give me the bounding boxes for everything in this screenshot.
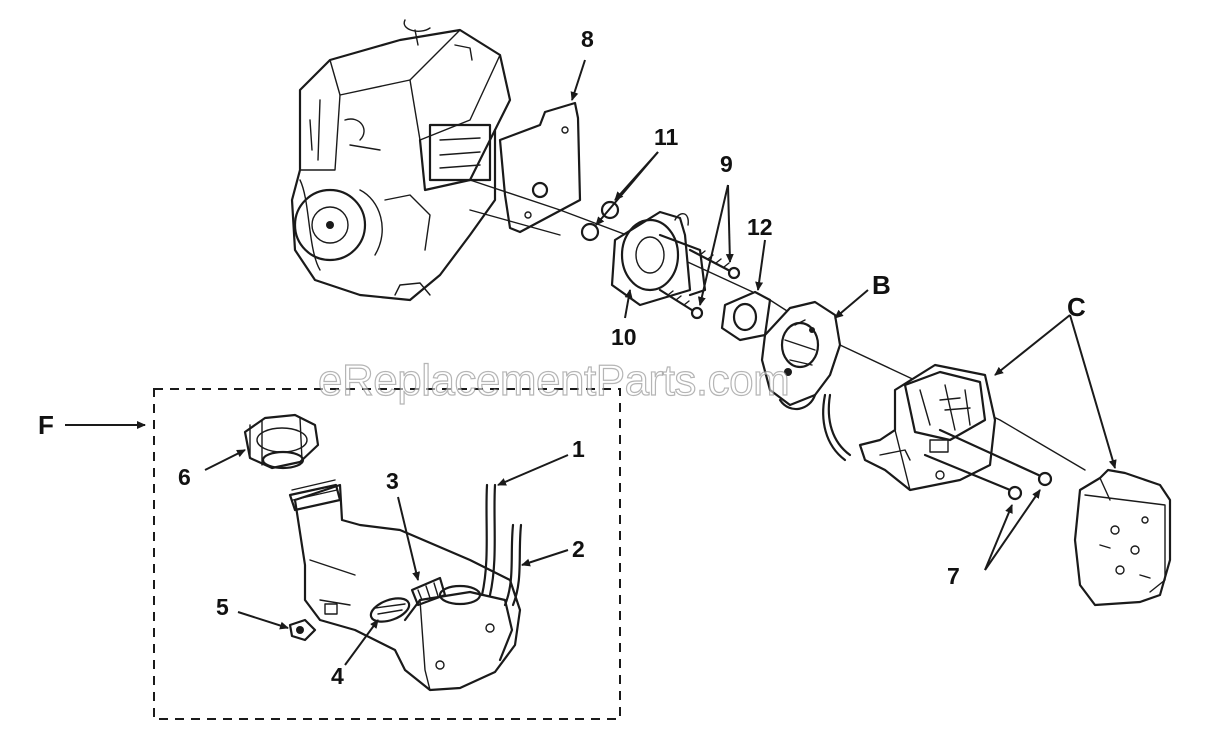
callout-f: F <box>38 410 54 440</box>
callout-7: 7 <box>947 563 960 589</box>
callout-b: B <box>872 270 891 300</box>
spacer-10 <box>610 210 707 307</box>
gasket-12 <box>720 290 772 342</box>
fuel-tank-detail-box <box>153 388 621 720</box>
screws-7 <box>923 428 1053 501</box>
callout-8: 8 <box>581 26 594 52</box>
callout-6: 6 <box>178 464 191 490</box>
callout-c: C <box>1067 292 1086 322</box>
engine-block <box>290 19 512 302</box>
callout-10: 10 <box>611 324 637 350</box>
studs-9 <box>658 248 741 320</box>
callout-12: 12 <box>747 214 773 240</box>
watermark-text: eReplacementParts.com <box>317 355 790 405</box>
callout-5: 5 <box>216 594 229 620</box>
filter-screen-3 <box>410 576 447 607</box>
fuel-cap-6 <box>243 413 320 470</box>
callout-3: 3 <box>386 468 399 494</box>
callout-2: 2 <box>572 536 585 562</box>
callout-11: 11 <box>654 124 679 150</box>
shutoff-valve-5 <box>288 618 317 642</box>
callout-1: 1 <box>572 436 585 462</box>
carburetor-b <box>760 300 852 462</box>
fuel-lines <box>480 483 523 607</box>
callout-4: 4 <box>331 663 344 689</box>
nuts-11 <box>580 200 620 242</box>
leader-lines <box>65 59 1117 666</box>
callout-9: 9 <box>720 151 733 177</box>
fuel-filter-4 <box>369 597 411 623</box>
gasket-8 <box>498 101 582 234</box>
air-cleaner-cover-c <box>1073 468 1172 607</box>
air-cleaner-base-c <box>858 363 997 492</box>
